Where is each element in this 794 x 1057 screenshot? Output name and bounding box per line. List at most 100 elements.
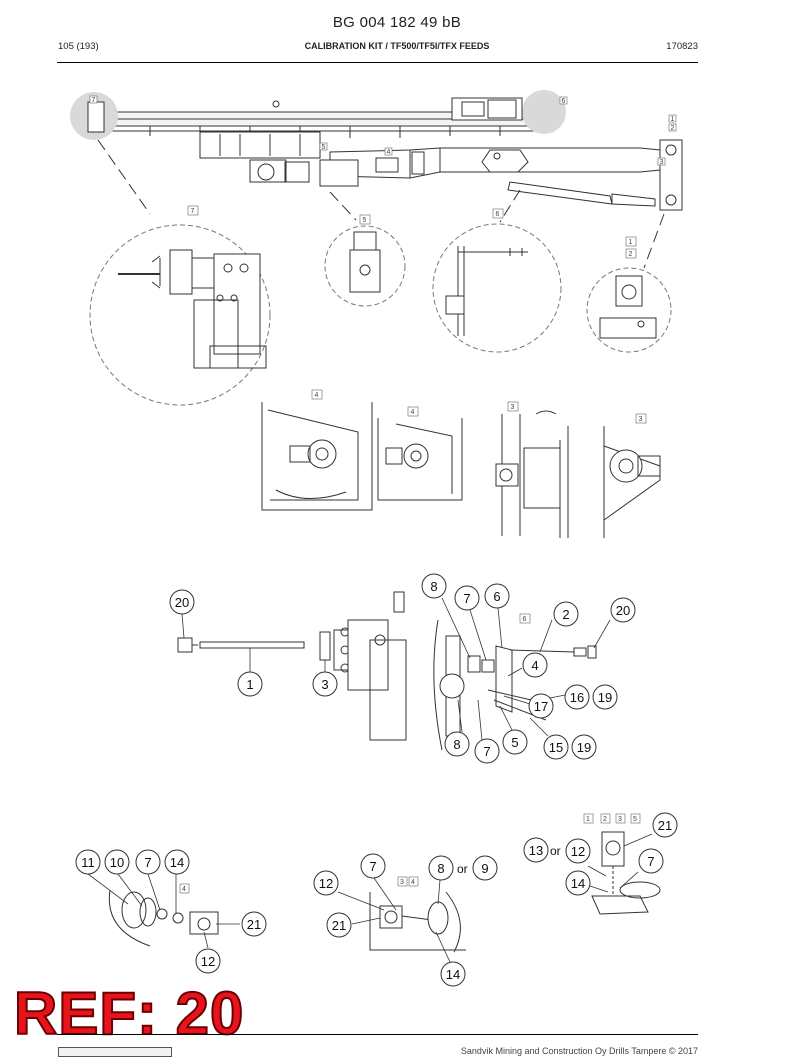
or-labels: or or bbox=[457, 844, 561, 876]
box-label: 5 bbox=[359, 214, 371, 225]
balloon-number: 12 bbox=[201, 954, 215, 969]
document-number: BG 004 182 49 bB bbox=[332, 14, 462, 31]
box-label-text: 2 bbox=[629, 251, 633, 258]
balloon-number: 7 bbox=[647, 854, 654, 869]
box-label: 3 bbox=[635, 413, 647, 424]
balloon: 7 bbox=[135, 849, 161, 875]
box-label-text: 4 bbox=[182, 886, 186, 893]
box-label: 5 bbox=[319, 142, 328, 151]
box-label: 1 bbox=[625, 236, 637, 247]
mount-view-3a bbox=[495, 410, 561, 538]
balloon-number: 3 bbox=[321, 677, 328, 692]
reference-stamp: REF: 20 bbox=[13, 980, 245, 1047]
footer-rule bbox=[57, 1034, 698, 1035]
box-label: 3 bbox=[615, 813, 626, 824]
balloon: 8 bbox=[421, 573, 447, 599]
balloon-number: 21 bbox=[658, 818, 672, 833]
balloon: 14 bbox=[164, 849, 190, 875]
balloon-number: 7 bbox=[463, 591, 470, 606]
balloon-number: 19 bbox=[598, 690, 612, 705]
balloon-number: 12 bbox=[319, 876, 333, 891]
balloon: 17 bbox=[528, 693, 554, 719]
box-label-text: 2 bbox=[603, 816, 607, 823]
bottom-view-right bbox=[591, 831, 661, 915]
balloon-number: 10 bbox=[110, 855, 124, 870]
balloon-number: 9 bbox=[481, 861, 488, 876]
balloon-number: 20 bbox=[175, 595, 189, 610]
balloon: 20 bbox=[169, 589, 195, 615]
bottom-view-middle bbox=[369, 891, 466, 953]
box-label: 3 bbox=[507, 401, 519, 412]
balloon-number: 6 bbox=[493, 589, 500, 604]
cradle-highlight-right bbox=[522, 90, 566, 134]
balloon-number: 2 bbox=[562, 607, 569, 622]
box-label: 5 bbox=[630, 813, 641, 824]
balloon: 7 bbox=[474, 738, 500, 764]
page-number: 105 (193) bbox=[58, 41, 99, 52]
balloon: 5 bbox=[502, 729, 528, 755]
sandvik-logo bbox=[58, 1047, 172, 1057]
balloon: 12 bbox=[195, 948, 221, 974]
balloon: 3 bbox=[312, 671, 338, 697]
balloon-number: 4 bbox=[531, 658, 538, 673]
box-label-text: 5 bbox=[363, 217, 367, 224]
box-label: 3 bbox=[657, 157, 666, 166]
overview-labels: 7 6 1 2 5 4 3 7 5 6 1 2 4 4 3 3 6 4 3 4 … bbox=[89, 95, 677, 894]
box-label-text: 7 bbox=[92, 97, 96, 104]
balloon: 12 bbox=[313, 870, 339, 896]
balloon-number: 21 bbox=[247, 917, 261, 932]
mount-view-4b bbox=[377, 418, 463, 501]
box-label: 6 bbox=[492, 208, 504, 219]
balloon-number: 21 bbox=[332, 918, 346, 933]
balloon: 1 bbox=[237, 671, 263, 697]
part-balloons: 20 1 3 8 7 6 2 20 4 1 6 19 17 5 15 19 8 7… bbox=[75, 573, 678, 987]
balloon: 7 bbox=[638, 848, 664, 874]
balloon-number: 7 bbox=[483, 744, 490, 759]
balloon-number: 8 bbox=[453, 737, 460, 752]
or-label: or bbox=[457, 862, 468, 876]
balloon-number: 12 bbox=[571, 844, 585, 859]
box-label-text: 1 bbox=[586, 816, 590, 823]
box-label: 1 bbox=[583, 813, 594, 824]
box-label-text: 3 bbox=[639, 416, 643, 423]
balloon-number: 7 bbox=[144, 855, 151, 870]
balloon-number: 14 bbox=[571, 876, 585, 891]
balloon: 14 bbox=[440, 961, 466, 987]
revision-date: 170823 bbox=[666, 41, 698, 52]
balloon: 7 bbox=[454, 585, 480, 611]
balloon: 9 bbox=[472, 855, 498, 881]
box-label-text: 6 bbox=[523, 616, 527, 623]
balloon-number: 8 bbox=[437, 861, 444, 876]
balloon: 7 bbox=[360, 853, 386, 879]
box-label-text: 6 bbox=[562, 98, 566, 105]
feed-beam-overview bbox=[70, 90, 683, 211]
balloon: 2 bbox=[553, 601, 579, 627]
or-label: or bbox=[550, 844, 561, 858]
balloon: 11 bbox=[75, 849, 101, 875]
box-label-text: 1 bbox=[671, 116, 675, 123]
balloon: 21 bbox=[241, 911, 267, 937]
balloon: 15 bbox=[543, 734, 569, 760]
balloon-number: 17 bbox=[534, 699, 548, 714]
box-label: 6 bbox=[559, 96, 568, 105]
box-label: 2 bbox=[600, 813, 611, 824]
box-label: 2 bbox=[668, 123, 677, 132]
balloon: 19 bbox=[571, 734, 597, 760]
box-label-text: 4 bbox=[411, 879, 415, 886]
box-label: 4 bbox=[407, 406, 419, 417]
balloon: 8 bbox=[428, 855, 454, 881]
box-label-text: 3 bbox=[618, 816, 622, 823]
balloon: 21 bbox=[326, 912, 352, 938]
box-label-text: 3 bbox=[511, 404, 515, 411]
detail-circle-1-2 bbox=[586, 267, 672, 353]
box-label: 7 bbox=[89, 95, 98, 104]
detail-leaders bbox=[97, 139, 665, 269]
balloon-number: 19 bbox=[577, 740, 591, 755]
box-label: 3 bbox=[397, 876, 408, 887]
balloon-number: 1 bbox=[246, 677, 253, 692]
detail-circle-7 bbox=[89, 224, 271, 406]
balloon: 14 bbox=[565, 870, 591, 896]
balloon-number: 13 bbox=[529, 843, 543, 858]
balloon-number: 20 bbox=[616, 603, 630, 618]
copyright-notice: Sandvik Mining and Construction Oy Drill… bbox=[460, 1046, 698, 1056]
